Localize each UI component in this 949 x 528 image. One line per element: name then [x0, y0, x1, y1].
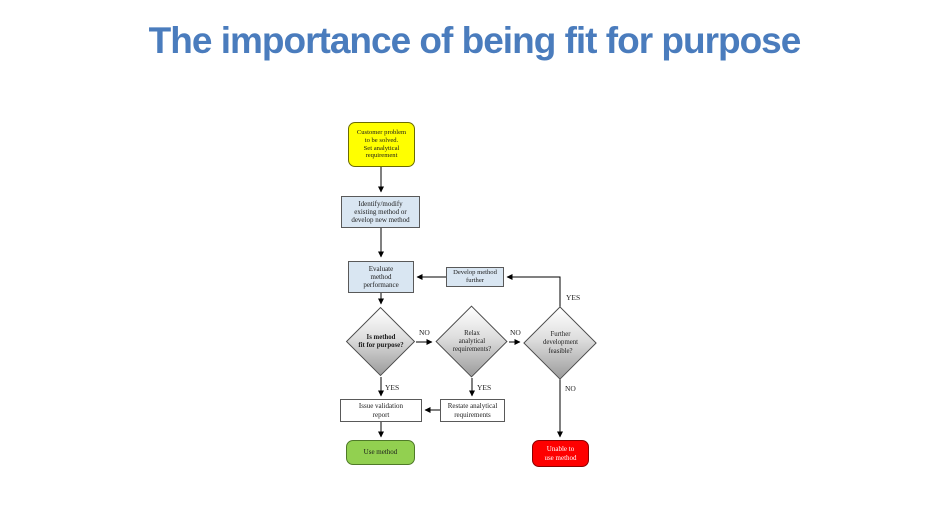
- edge-label-fit-yes: YES: [385, 383, 400, 392]
- edge-label-fit-no: NO: [419, 328, 430, 337]
- node-evaluate-method-performance: Evaluate method performance: [348, 261, 414, 293]
- decision-further-development: Further development feasible?: [523, 306, 597, 380]
- decision-relax-requirements: Relax analytical requirements?: [435, 305, 508, 378]
- edge-label-feasible-yes: YES: [566, 293, 581, 302]
- connector-feasible-develop-yes: [506, 274, 561, 307]
- edge-label-relax-no: NO: [510, 328, 521, 337]
- node-use-method: Use method: [346, 440, 415, 465]
- slide-title: The importance of being fit for purpose: [148, 20, 802, 61]
- edge-label-relax-yes: YES: [477, 383, 492, 392]
- decision-fit-for-purpose: Is method fit for purpose?: [345, 306, 416, 377]
- node-restate-analytical-requirements: Restate analytical requirements: [440, 399, 505, 422]
- node-issue-validation-report: Issue validation report: [340, 399, 422, 422]
- node-develop-method-further: Develop method further: [446, 267, 504, 287]
- node-unable-to-use-method: Unable to use method: [532, 440, 589, 467]
- node-customer-problem: Customer problem to be solved. Set analy…: [348, 122, 415, 167]
- edge-label-feasible-no: NO: [565, 384, 576, 393]
- node-identify-modify-method: Identify/modify existing method or devel…: [341, 196, 420, 228]
